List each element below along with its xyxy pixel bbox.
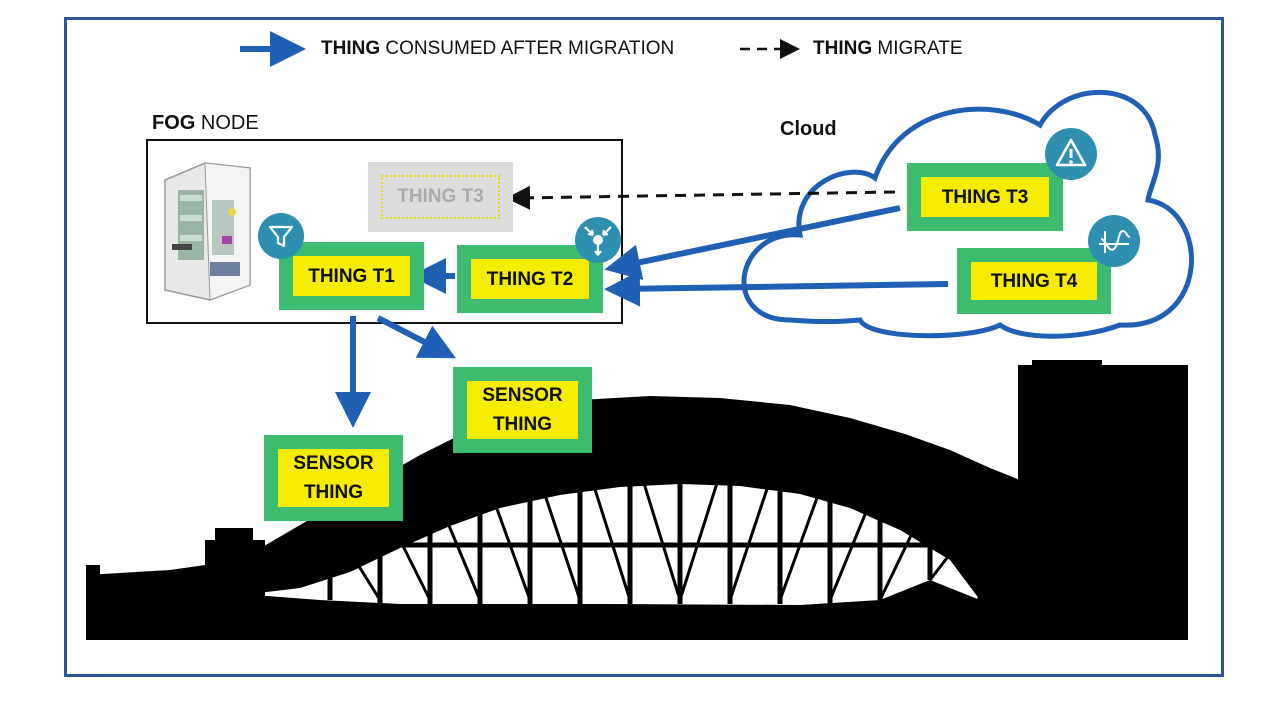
consume-arrow-t1-to-sensor2 bbox=[376, 315, 456, 359]
bridge-truss bbox=[300, 438, 1010, 604]
filter-icon bbox=[258, 213, 304, 259]
thing-t1: THING T1 bbox=[279, 242, 424, 310]
server-icon bbox=[164, 162, 251, 301]
legend-migrate-label: THING MIGRATE bbox=[813, 38, 963, 59]
signal-icon bbox=[1088, 215, 1140, 267]
thing-t3-ghost-label: THING T3 bbox=[381, 175, 500, 219]
thing-t1-label: THING T1 bbox=[293, 256, 410, 296]
consume-arrow-t3-to-t2 bbox=[604, 205, 901, 280]
thing-t4: THING T4 bbox=[957, 248, 1111, 314]
harbour-bridge-silhouette bbox=[86, 360, 1188, 640]
thing-t3-label: THING T3 bbox=[921, 177, 1049, 217]
thing-t2-label: THING T2 bbox=[471, 259, 589, 299]
thing-t3: THING T3 bbox=[907, 163, 1063, 231]
cloud-label: Cloud bbox=[780, 118, 837, 140]
fog-node-title: FOG NODE bbox=[152, 112, 259, 134]
thing-t3-ghost: THING T3 bbox=[368, 162, 513, 232]
bridge-lattice bbox=[328, 437, 982, 601]
warning-icon bbox=[1045, 128, 1097, 180]
diagram-frame bbox=[64, 17, 1224, 677]
thing-t4-label: THING T4 bbox=[971, 262, 1097, 300]
thing-t2: THING T2 bbox=[457, 245, 603, 313]
legend-consumed-label: THING CONSUMED AFTER MIGRATION bbox=[321, 38, 675, 59]
migrate-arrow-t3 bbox=[506, 185, 896, 210]
consume-arrow-t4-to-t2 bbox=[604, 270, 949, 307]
merge-icon bbox=[575, 217, 621, 263]
